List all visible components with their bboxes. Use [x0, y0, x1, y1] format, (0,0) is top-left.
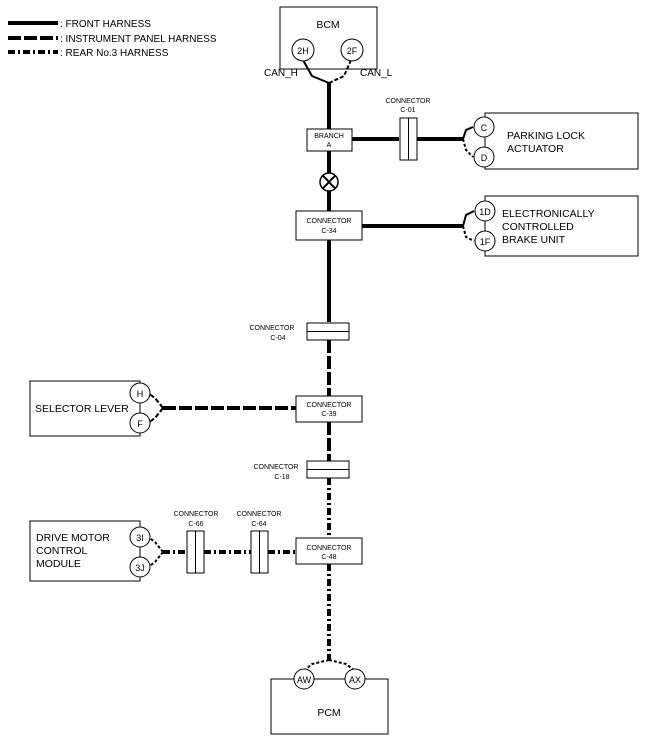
brake-unit-line2: CONTROLLED: [502, 221, 574, 233]
bcm-pin-2h: [291, 38, 315, 62]
pcm-pin-ax: [344, 668, 366, 690]
selector-lever-box: [29, 380, 141, 437]
parking-c-wire: [462, 126, 474, 140]
connector-c39: CONNECTOR C-39: [163, 395, 363, 423]
legend-ip-label: : INSTRUMENT PANEL HARNESS: [60, 34, 217, 45]
c39-box: [295, 395, 363, 423]
legend-rear-label: : REAR No.3 HARNESS: [60, 48, 169, 59]
c39-line1: CONNECTOR: [307, 402, 352, 409]
brake-pin-1d-label: 1D: [479, 207, 491, 217]
pcm-pin-aw: [293, 668, 315, 690]
c48-line1: CONNECTOR: [307, 545, 352, 552]
selector-lever: H F SELECTOR LEVER: [29, 380, 164, 437]
dmcm-line3: MODULE: [36, 558, 81, 570]
c66-line1: CONNECTOR: [174, 511, 219, 518]
parking-lock-box: [484, 112, 639, 170]
selector-pin-h: [129, 382, 151, 404]
dmcm-box: [29, 520, 141, 582]
dmcm-3i-wire: [147, 536, 164, 553]
pcm-pin-ax-label: AX: [349, 675, 361, 685]
connector-c01: CONNECTOR C-01: [386, 98, 431, 161]
connector-c04: CONNECTOR C-04: [250, 322, 350, 342]
connector-c64: CONNECTOR C-64: [237, 511, 282, 574]
bcm-pin-2h-label: 2H: [297, 46, 309, 56]
twisted-pair-icon: [319, 172, 339, 192]
parking-lock-line2: ACTUATOR: [507, 143, 564, 155]
c34-line2: C-34: [321, 228, 336, 235]
c18-line2: C-18: [274, 474, 289, 481]
legend-front-label: : FRONT HARNESS: [60, 19, 151, 30]
dmcm-line1: DRIVE MOTOR: [36, 532, 110, 544]
branch-a-line2: A: [327, 142, 332, 149]
c48-line2: C-48: [321, 554, 336, 561]
selector-pin-f-label: F: [137, 419, 143, 429]
pcm-aw-wire: [304, 659, 330, 671]
brake-pin-1f-label: 1F: [480, 237, 491, 247]
pcm-module: AW AX PCM: [270, 659, 389, 735]
c01-line1: CONNECTOR: [386, 98, 431, 105]
connector-c18: CONNECTOR C-18: [254, 460, 350, 481]
brake-unit: 1D 1F ELECTRONICALLY CONTROLLED BRAKE UN…: [462, 195, 639, 257]
bcm-pin-2f: [340, 38, 364, 62]
bcm-can-h-label: CAN_H: [264, 68, 298, 79]
legend: : FRONT HARNESS : INSTRUMENT PANEL HARNE…: [8, 19, 217, 59]
bcm-module: BCM 2H 2F CAN_H CAN_L: [264, 6, 393, 84]
dmcm-pin-3i-label: 3I: [136, 533, 144, 543]
parking-pin-c: [473, 116, 495, 138]
dmcm-line2: CONTROL: [36, 545, 87, 557]
dmcm-3j-wire: [147, 551, 164, 568]
bcm-can-l-label: CAN_L: [360, 68, 393, 79]
pcm-label: PCM: [317, 707, 340, 719]
bcm-label: BCM: [316, 19, 339, 31]
bcm-box: [279, 6, 378, 70]
branch-a-box: [306, 128, 353, 152]
dmcm-pin-3i: [129, 526, 151, 548]
bcm-pin-2f-label: 2F: [347, 46, 358, 56]
c48-box: [295, 537, 363, 565]
c34-box: [295, 210, 363, 241]
selector-lever-label: SELECTOR LEVER: [35, 403, 129, 415]
dmcm-pin-3j-label: 3J: [135, 563, 145, 573]
twisted-pair-strand-2: [322, 175, 336, 189]
bcm-can-h-wire: [302, 59, 330, 84]
brake-unit-line3: BRAKE UNIT: [502, 234, 566, 246]
parking-lock-line1: PARKING LOCK: [507, 130, 585, 142]
branch-a-group: BRANCH A: [306, 128, 463, 152]
parking-lock-actuator: C D PARKING LOCK ACTUATOR: [462, 112, 639, 170]
connector-c66: CONNECTOR C-66: [174, 511, 219, 574]
c64-line1: CONNECTOR: [237, 511, 282, 518]
brake-pin-1f: [474, 230, 496, 252]
brake-1d-wire: [462, 210, 475, 227]
connector-c48: CONNECTOR C-48: [295, 537, 363, 565]
dmcm-pin-3j: [129, 556, 151, 578]
pcm-ax-wire: [328, 659, 355, 671]
parking-d-wire: [462, 138, 474, 158]
c04-line1: CONNECTOR: [250, 325, 295, 332]
c66-line2: C-66: [188, 521, 203, 528]
brake-1f-wire: [462, 225, 475, 242]
drive-motor-control-module: 3I 3J DRIVE MOTOR CONTROL MODULE: [29, 520, 164, 582]
pcm-box: [270, 678, 389, 735]
c39-line2: C-39: [321, 411, 336, 418]
branch-a-line1: BRANCH: [314, 133, 344, 140]
c34-line1: CONNECTOR: [307, 218, 352, 225]
brake-pin-1d: [474, 200, 496, 222]
brake-unit-box: [484, 195, 639, 257]
parking-pin-d: [473, 146, 495, 168]
parking-pin-c-label: C: [481, 123, 488, 133]
connector-c34: CONNECTOR C-34: [295, 210, 463, 241]
c18-line1: CONNECTOR: [254, 464, 299, 471]
pcm-pin-aw-label: AW: [297, 675, 312, 685]
c01-line2: C-01: [400, 107, 415, 114]
c64-line2: C-64: [251, 521, 266, 528]
selector-pin-f: [129, 412, 151, 434]
selector-pin-h-label: H: [137, 389, 144, 399]
parking-pin-d-label: D: [481, 153, 488, 163]
c04-line2: C-04: [270, 335, 285, 342]
brake-unit-line1: ELECTRONICALLY: [502, 208, 595, 220]
